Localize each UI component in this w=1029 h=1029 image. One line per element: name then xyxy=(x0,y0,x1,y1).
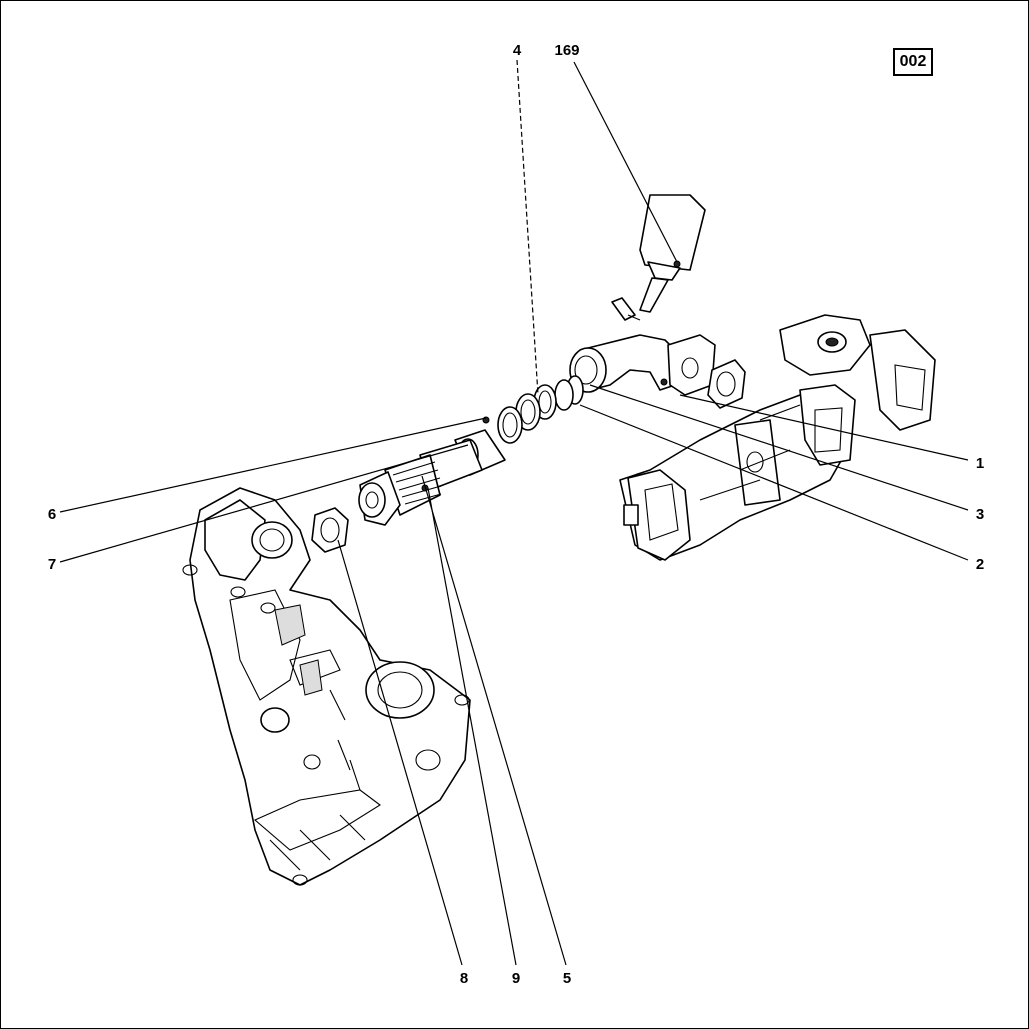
egr-pipe xyxy=(569,334,716,396)
callout-6: 6 xyxy=(48,506,56,523)
callout-3: 3 xyxy=(976,506,984,523)
leader-6 xyxy=(59,417,487,513)
callout-169: 169 xyxy=(554,42,579,59)
callout-8: 8 xyxy=(460,970,468,987)
leader-2 xyxy=(579,404,969,561)
callout-9: 9 xyxy=(512,970,520,987)
callout-labels: 4 169 1 3 2 6 7 8 9 5 xyxy=(48,42,984,987)
egr-cooler xyxy=(182,487,471,886)
leader-9 xyxy=(427,487,517,966)
leader-lines xyxy=(59,59,969,966)
sheet-id-badge: 002 xyxy=(893,48,933,76)
leader-5 xyxy=(421,475,567,966)
leader-169 xyxy=(573,61,678,263)
leader-3 xyxy=(589,384,969,511)
callout-4: 4 xyxy=(513,42,522,59)
callout-5: 5 xyxy=(563,970,571,987)
leader-1 xyxy=(679,394,969,461)
sealant-tube xyxy=(611,194,706,321)
seal-rings xyxy=(482,375,584,444)
leader-4 xyxy=(516,59,539,396)
gasket-1 xyxy=(707,359,746,409)
callout-7: 7 xyxy=(48,556,56,573)
leader-7 xyxy=(59,444,469,563)
callout-2: 2 xyxy=(976,556,984,573)
gasket-8 xyxy=(311,507,349,553)
exhaust-manifold xyxy=(619,314,936,561)
callout-1: 1 xyxy=(976,455,984,472)
leader-8 xyxy=(337,539,463,966)
bellows-sleeve xyxy=(358,429,506,526)
